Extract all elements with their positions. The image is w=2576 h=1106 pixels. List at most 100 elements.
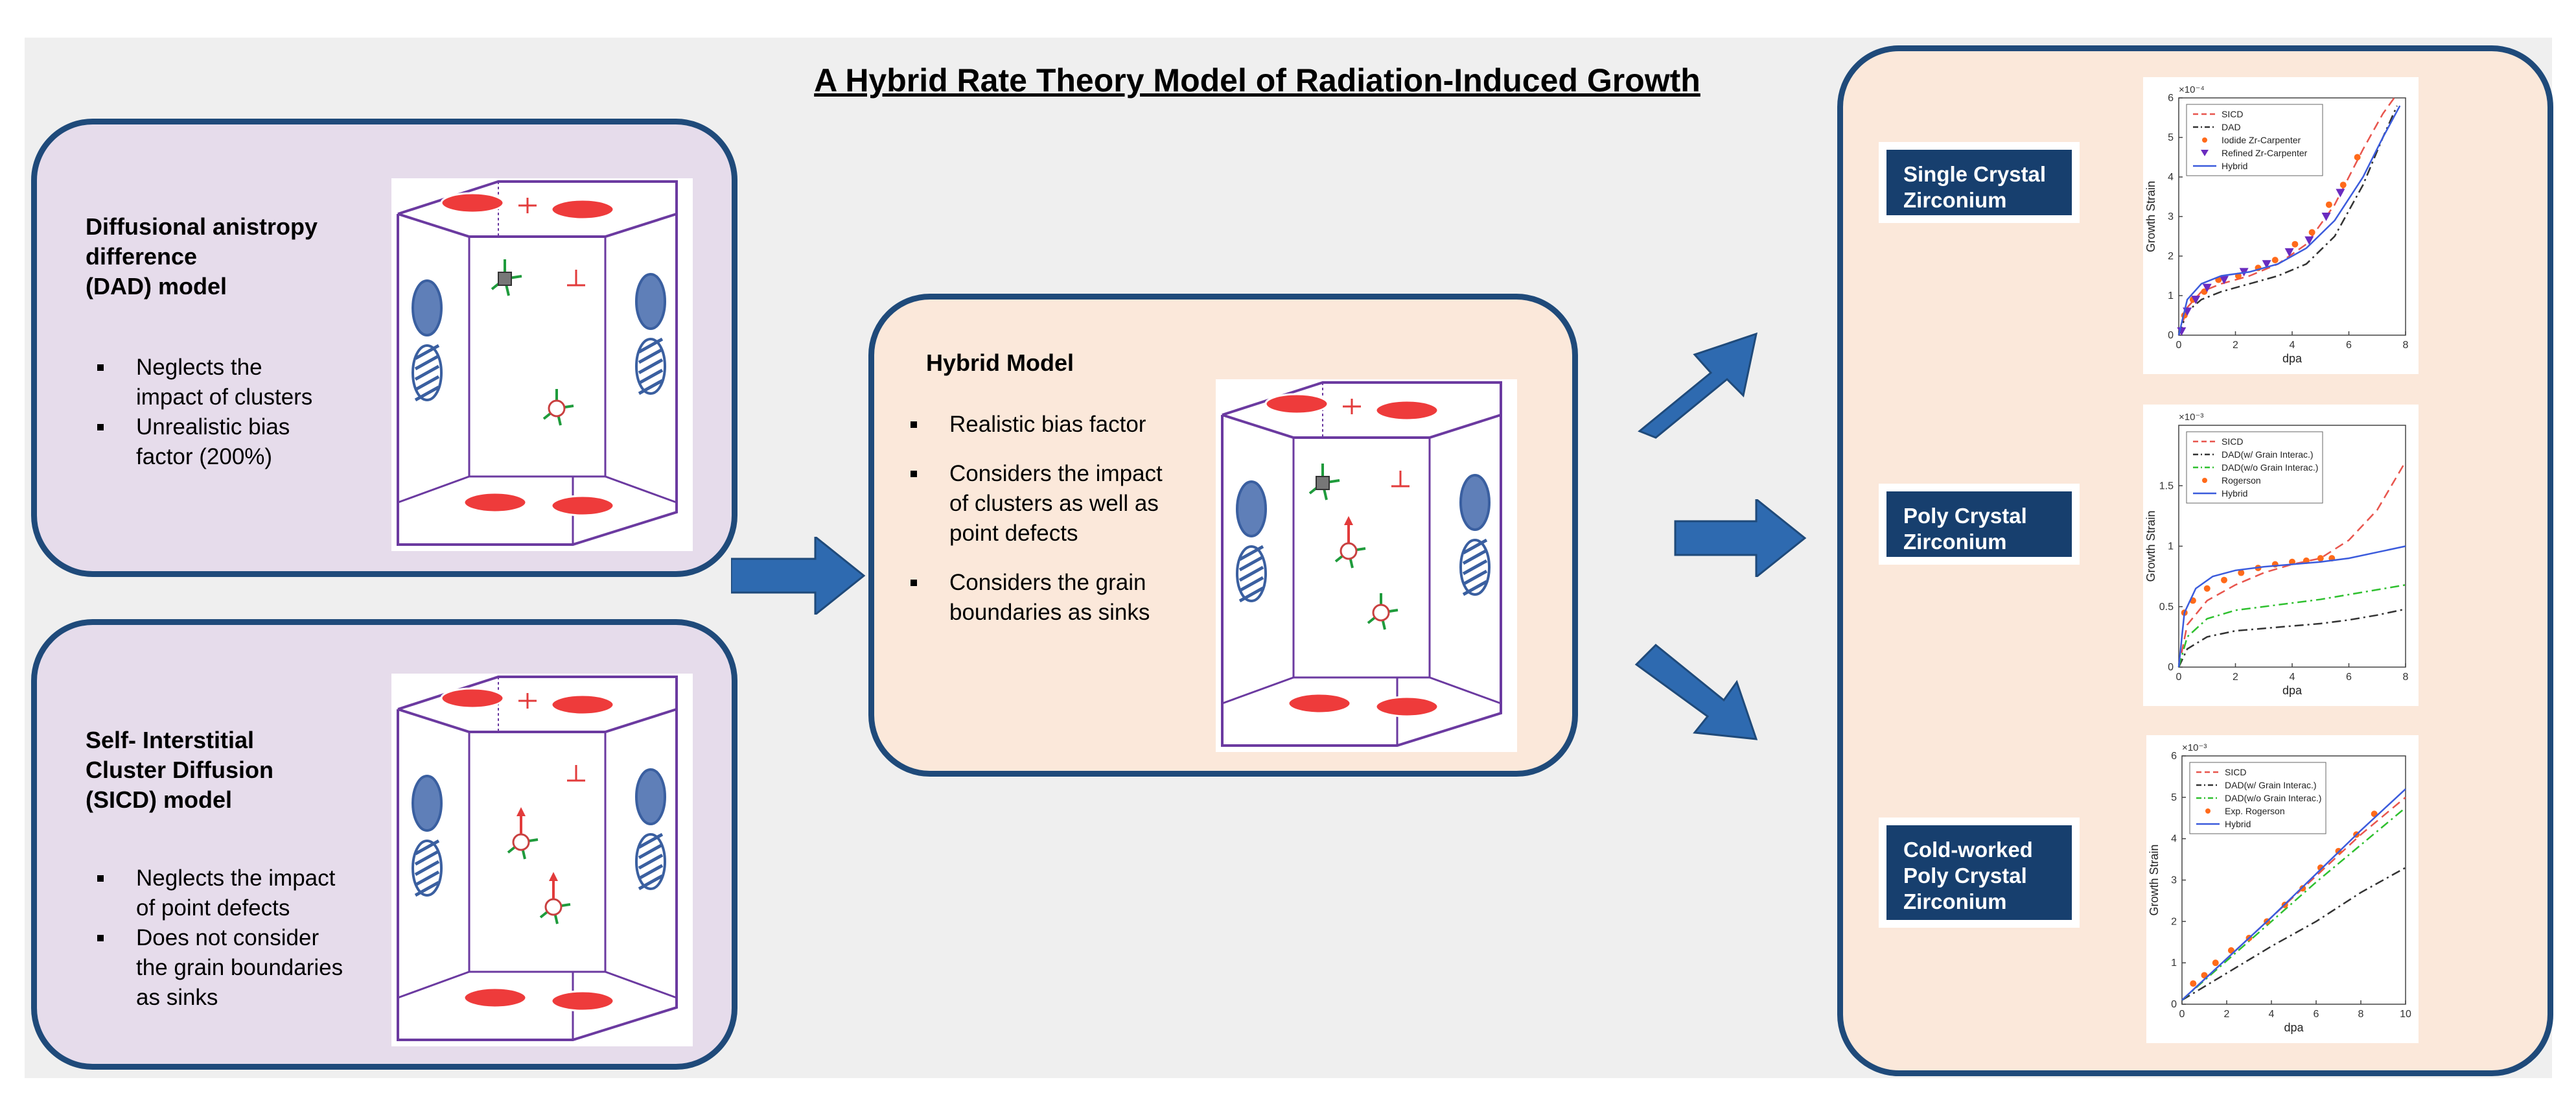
label-line: Cold-worked: [1903, 838, 2033, 862]
data-point: [2221, 576, 2227, 583]
hatch-line: [414, 364, 440, 381]
dislocation-loop: [550, 694, 615, 716]
axis-exponent: ×10⁻³: [2179, 412, 2203, 423]
legend-marker: [2202, 137, 2207, 143]
grain-boundary-sink: [1236, 480, 1267, 537]
legend-entry: Hybrid: [2222, 161, 2247, 171]
series-line: [2177, 608, 2406, 668]
legend-entry: DAD(w/ Grain Interac.): [2225, 780, 2317, 790]
label-text: Poly Crystal Zirconium: [1886, 491, 2072, 557]
data-point: [2202, 283, 2212, 292]
data-point: [2284, 248, 2294, 257]
hatch-line: [414, 375, 440, 392]
data-point: [2321, 213, 2331, 221]
y-tick-label: 3: [2171, 875, 2177, 886]
hybrid-bullet-list: Realistic bias factor Considers the impa…: [899, 410, 1163, 628]
x-tick-label: 4: [2290, 340, 2295, 351]
sicd-bullet: Does not consider the grain boundaries a…: [86, 923, 343, 1013]
x-tick-label: 2: [2233, 340, 2238, 351]
hatch-line: [1238, 555, 1264, 572]
bullet-line: Neglects the impact: [136, 865, 336, 891]
label-text: Cold-worked Poly Crystal Zirconium: [1886, 825, 2072, 920]
dislocation-loop: [550, 495, 615, 517]
label-line: Zirconium: [1903, 889, 2007, 913]
hex-top-edge: [397, 708, 677, 733]
hatch-line: [638, 379, 664, 395]
y-tick-label: 3: [2168, 211, 2174, 222]
legend-entry: Exp. Rogerson: [2225, 806, 2285, 816]
legend-entry: Rogerson: [2222, 475, 2261, 486]
bullet-line: Does not consider: [136, 925, 319, 950]
y-tick-label: 5: [2168, 132, 2174, 143]
hatch-line: [1462, 538, 1488, 555]
dad-hexagonal-cell-diagram: [391, 178, 693, 551]
data-point: [2325, 201, 2332, 208]
y-axis-label: Growth Strain: [2144, 510, 2157, 582]
hatch-line: [1238, 565, 1264, 582]
y-tick-label: 5: [2171, 792, 2177, 803]
data-point: [2308, 229, 2315, 236]
hatch-line: [638, 337, 664, 354]
bullet-line: Considers the impact: [949, 461, 1163, 486]
data-point: [2220, 276, 2229, 285]
bullet-line: factor (200%): [136, 444, 273, 469]
axis-exponent: ×10⁻⁴: [2179, 84, 2205, 95]
hatch-line: [638, 347, 664, 364]
dad-bullet: Unrealistic bias factor (200%): [86, 412, 312, 472]
hex-bottom-edge: [397, 971, 677, 999]
legend-entry: Iodide Zr-Carpenter: [2222, 135, 2301, 145]
arrow-down-right-icon: [1634, 643, 1758, 740]
x-tick-label: 4: [2269, 1009, 2275, 1020]
y-tick-label: 4: [2168, 172, 2174, 183]
hybrid-model-panel: Hybrid Model Realistic bias factor Consi…: [868, 294, 1578, 777]
y-tick-label: 0.5: [2159, 602, 2174, 613]
hatch-line: [414, 849, 440, 866]
legend-entry: Refined Zr-Carpenter: [2222, 148, 2308, 158]
legend-marker: [2205, 808, 2210, 814]
x-tick-label: 8: [2403, 340, 2409, 351]
dad-bullet-list: Neglects the impact of clusters Unrealis…: [86, 353, 312, 472]
defect-cluster: [544, 898, 563, 916]
x-tick-label: 0: [2176, 340, 2182, 351]
y-tick-label: 1: [2168, 541, 2174, 552]
hatch-line: [1462, 569, 1488, 586]
hatch-line: [638, 368, 664, 385]
data-point: [2203, 585, 2210, 592]
hatch-line: [638, 832, 664, 849]
hex-bottom-edge: [1222, 676, 1502, 705]
dad-bullet: Neglects the impact of clusters: [86, 353, 312, 412]
dad-title-line: Diffusional anistropy: [86, 213, 318, 240]
x-tick-label: 0: [2176, 672, 2182, 683]
bullet-line: of clusters as well as: [949, 491, 1159, 516]
bullet-line: Neglects the: [136, 355, 262, 380]
data-point: [2317, 555, 2324, 562]
result-label-poly-crystal: Poly Crystal Zirconium: [1879, 484, 2080, 565]
dislocation-loop: [1375, 696, 1439, 718]
data-point: [2190, 980, 2197, 987]
grain-boundary-sink: [412, 279, 443, 336]
data-point: [2336, 189, 2345, 198]
legend-entry: DAD: [2222, 122, 2241, 132]
dislocation-loop: [550, 198, 615, 220]
dislocation-loop: [1264, 393, 1329, 415]
y-tick-label: 0: [2168, 662, 2174, 673]
data-point: [2201, 288, 2208, 295]
legend-marker: [2201, 150, 2209, 156]
defect-cluster: [548, 399, 566, 418]
x-tick-label: 6: [2346, 672, 2352, 683]
hex-top-edge: [1222, 414, 1502, 439]
data-point: [2262, 260, 2271, 269]
hatch-line: [1238, 586, 1264, 603]
arrow-head: [1344, 516, 1353, 525]
defect-cluster: [512, 833, 530, 851]
data-point: [2317, 864, 2324, 871]
series-line: [2181, 867, 2406, 1001]
hatch-line: [1462, 559, 1488, 576]
result-label-single-crystal: Single Crystal Zirconium: [1879, 142, 2080, 223]
data-point: [2292, 241, 2299, 248]
bullet-line: as sinks: [136, 985, 218, 1010]
dad-title-line: difference: [86, 243, 198, 270]
